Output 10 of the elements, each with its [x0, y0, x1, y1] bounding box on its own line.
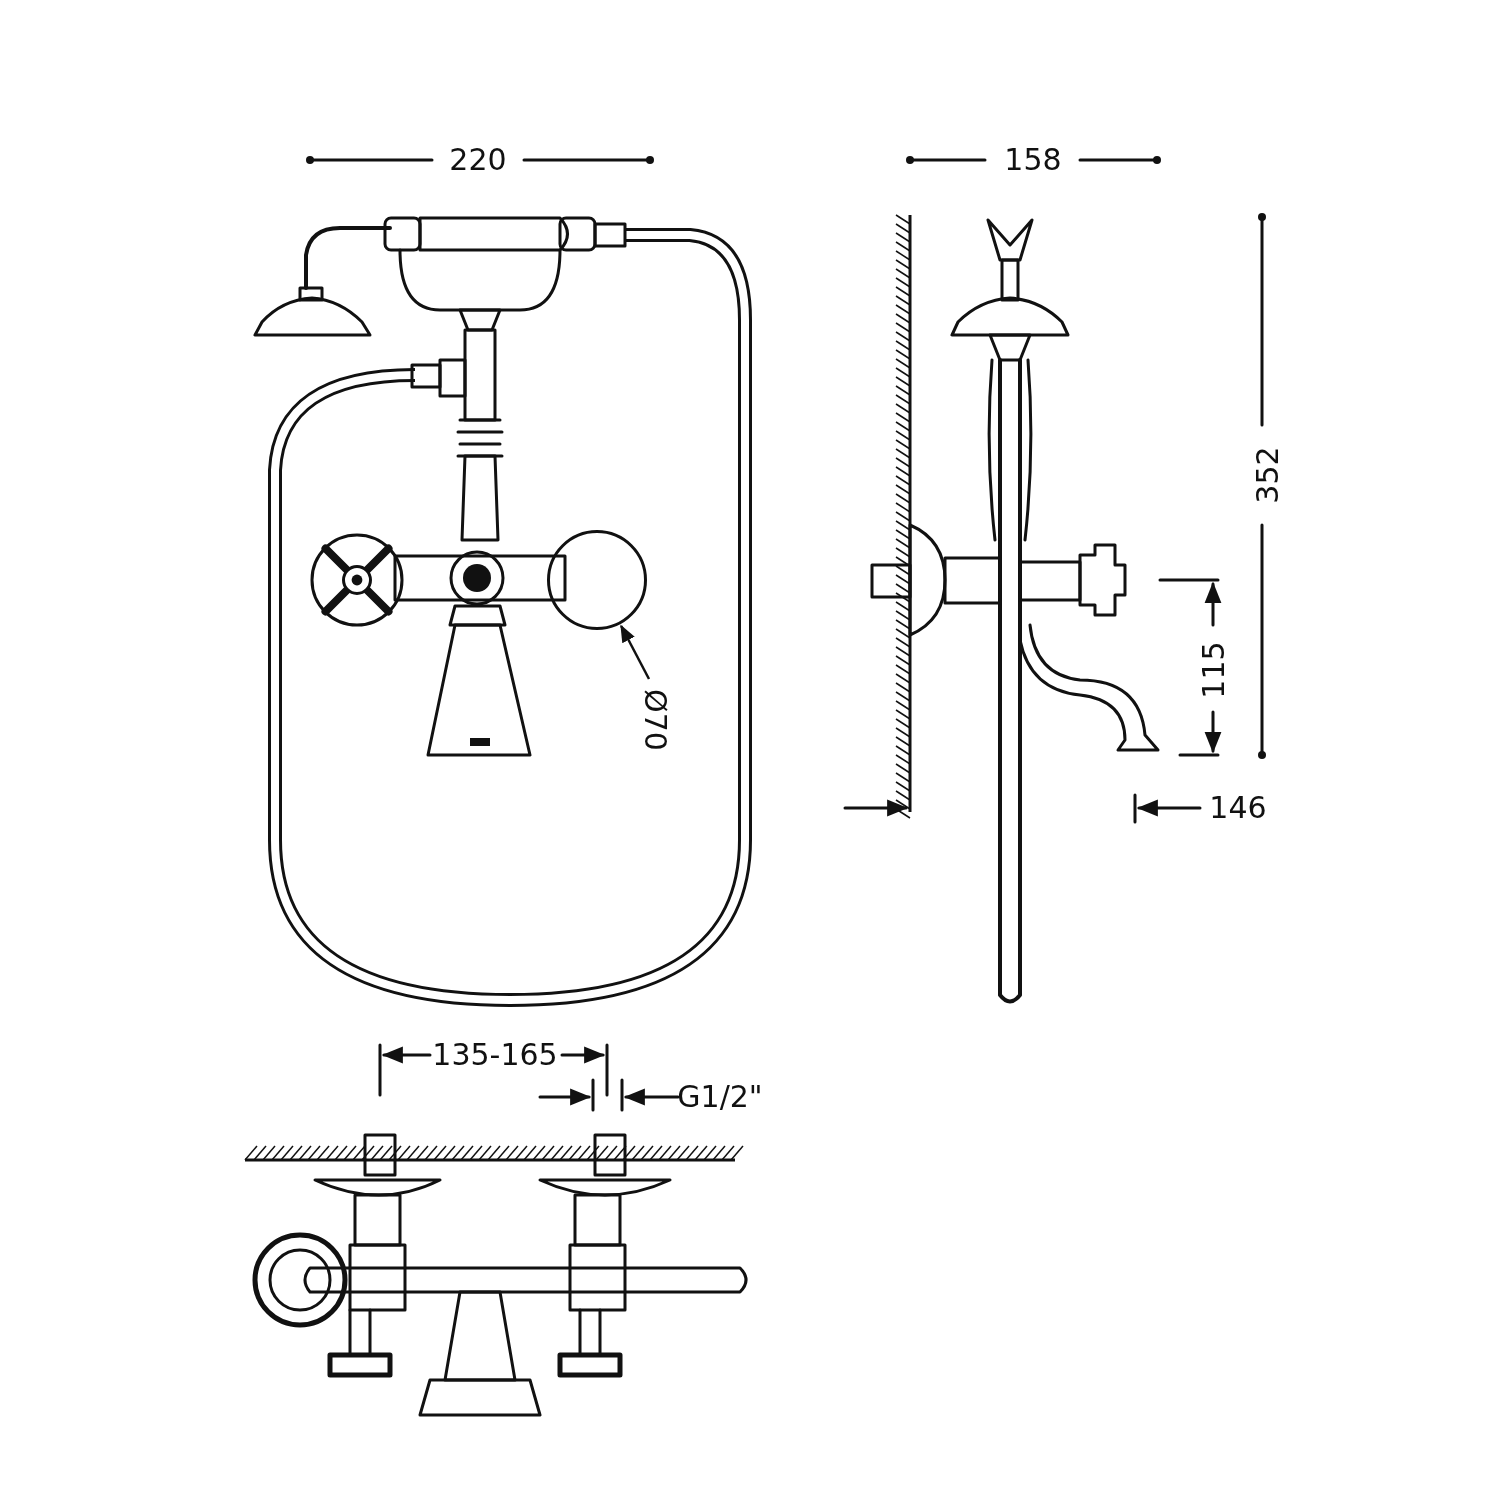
dimension-label: 352: [1253, 446, 1283, 504]
dimension-label: 115: [1199, 641, 1229, 699]
dimension-label: 146: [1209, 793, 1267, 823]
dimension-label: Ø70: [640, 689, 670, 751]
dimension-label: 158: [1004, 145, 1062, 175]
dimension-label: 220: [449, 145, 507, 175]
handle-outline: [547, 530, 647, 630]
dimension-label: 135-165: [432, 1040, 558, 1070]
leader-line: [620, 624, 651, 680]
dimension-label: G1/2": [677, 1082, 763, 1112]
